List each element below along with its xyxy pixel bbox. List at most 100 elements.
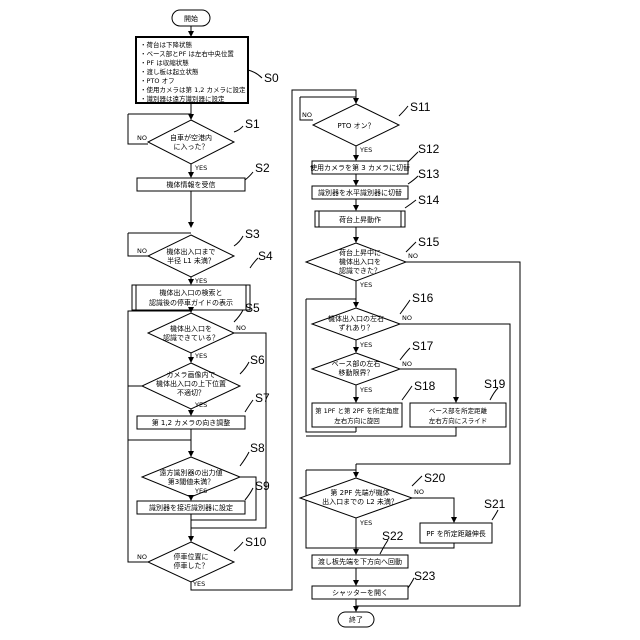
step-label-s18: S18 (414, 379, 436, 393)
svg-text:出入口までの L2 未満？: 出入口までの L2 未満？ (322, 497, 398, 506)
decision-s1: 自車が空港内 に入った？ (148, 120, 234, 164)
svg-text:ベース部を所定距離: ベース部を所定距離 (429, 406, 488, 415)
process-s13: 識別器を水平識別器に切替 (312, 186, 408, 199)
step-label-s6: S6 (250, 353, 265, 367)
step-label-s17: S17 (412, 339, 434, 353)
svg-text:機体出入口を: 機体出入口を (339, 257, 381, 266)
svg-text:認識後の停車ガイドの表示: 認識後の停車ガイドの表示 (149, 298, 233, 307)
end-terminal: 終了 (338, 612, 374, 627)
svg-text:識別器を接近識別器に設定: 識別器を接近識別器に設定 (149, 503, 233, 512)
step-label-s2: S2 (255, 161, 270, 175)
svg-text:渡し板先端を下方向へ回動: 渡し板先端を下方向へ回動 (318, 557, 402, 566)
init-line-3: ・PF は収縮状態 (140, 58, 189, 67)
svg-text:識別器を水平識別器に切替: 識別器を水平識別器に切替 (318, 188, 402, 197)
s11-no: NO (302, 111, 312, 119)
svg-text:第 1,2 カメラの向き調整: 第 1,2 カメラの向き調整 (152, 418, 231, 427)
svg-text:ベース部の左右: ベース部の左右 (332, 359, 381, 368)
init-line-7: ・識別器は遠方識別器に設定 (140, 94, 225, 103)
s17-no: NO (402, 360, 412, 368)
step-label-s1: S1 (245, 117, 260, 131)
step-label-s22: S22 (382, 529, 404, 543)
svg-text:認識できた？: 認識できた？ (339, 266, 381, 275)
svg-text:半径 L1 未満？: 半径 L1 未満？ (167, 256, 215, 265)
s20-no: NO (414, 488, 424, 496)
svg-text:機体出入口の検索と: 機体出入口の検索と (160, 288, 223, 297)
decision-s11: PTO オン？ (313, 104, 399, 146)
step-label-s11: S11 (410, 100, 431, 114)
svg-text:機体情報を受信: 機体情報を受信 (167, 180, 216, 189)
decision-s5: 機体出入口を 認識できている？ (148, 313, 234, 353)
s17-yes: YES (359, 386, 372, 394)
process-s19: ベース部を所定距離 左右方向にスライド (410, 403, 506, 427)
process-s9: 識別器を接近識別器に設定 (137, 501, 245, 514)
s16-no: NO (402, 314, 412, 322)
s8-yes: YES (194, 487, 207, 495)
svg-text:カメラ画像内で: カメラ画像内で (167, 370, 216, 379)
s15-no: NO (408, 252, 418, 260)
svg-text:機体出入口の左右: 機体出入口の左右 (328, 314, 384, 323)
svg-text:機体出入口まで: 機体出入口まで (167, 247, 216, 256)
decision-s15: 荷台上昇中に 機体出入口を 認識できた？ (306, 243, 406, 281)
init-line-5: ・PTO オフ (140, 77, 175, 85)
step-label-s0: S0 (264, 71, 279, 85)
step-label-s14: S14 (418, 193, 440, 207)
decision-s16: 機体出入口の左右 ずれあり？ (312, 308, 400, 340)
svg-text:に入った？: に入った？ (174, 143, 209, 151)
s5-yes: YES (194, 352, 207, 360)
step-label-s21: S21 (484, 497, 506, 511)
process-s23: シャッターを開く (312, 586, 408, 599)
s11-yes: YES (359, 146, 372, 154)
svg-text:遠方識別器の出力値: 遠方識別器の出力値 (160, 468, 223, 477)
s3-no: NO (137, 247, 147, 255)
step-label-s8: S8 (250, 441, 265, 455)
step-label-s19: S19 (484, 377, 506, 391)
process-s21: PF を所定距離伸長 (420, 523, 492, 543)
step-label-s10: S10 (245, 535, 267, 549)
step-label-s7: S7 (255, 391, 270, 405)
s1-yes: YES (194, 164, 207, 172)
initial-state-box: ・荷台は下降状態 ・ベース部とPF は左右中央位置 ・PF は収縮状態 ・渡し板… (136, 37, 248, 103)
init-line-1: ・荷台は下降状態 (140, 40, 193, 49)
decision-s10: 停車位置に 停車した？ (148, 542, 234, 582)
svg-text:移動限界？: 移動限界？ (339, 368, 374, 377)
step-label-s12: S12 (418, 142, 440, 156)
svg-text:左右方向に旋回: 左右方向に旋回 (334, 416, 380, 425)
s20-yes: YES (359, 519, 372, 527)
svg-text:認識できている？: 認識できている？ (163, 333, 219, 342)
svg-text:荷台上昇中に: 荷台上昇中に (339, 248, 381, 257)
process-s12: 使用カメラを第 3 カメラに切替 (310, 161, 410, 174)
step-label-s9: S9 (255, 479, 270, 493)
svg-text:自車が空港内: 自車が空港内 (170, 133, 212, 142)
s1-no: NO (137, 134, 147, 142)
svg-text:PTO オン？: PTO オン？ (337, 122, 374, 130)
init-line-2: ・ベース部とPF は左右中央位置 (140, 49, 234, 58)
s3-yes: YES (194, 277, 207, 285)
s15-yes: YES (359, 281, 372, 289)
s6-yes: YES (194, 401, 207, 409)
svg-text:機体出入口の上下位置: 機体出入口の上下位置 (156, 379, 226, 388)
svg-text:PF を所定距離伸長: PF を所定距離伸長 (426, 529, 485, 538)
decision-s6: カメラ画像内で 機体出入口の上下位置 不適切？ (142, 363, 240, 409)
process-s7: 第 1,2 カメラの向き調整 (137, 416, 245, 429)
step-label-s20: S20 (424, 471, 446, 485)
svg-text:荷台上昇動作: 荷台上昇動作 (339, 215, 381, 224)
step-label-s3: S3 (245, 227, 260, 241)
svg-text:第 2PF 先端が機体: 第 2PF 先端が機体 (330, 488, 389, 497)
svg-text:シャッターを開く: シャッターを開く (332, 588, 388, 597)
svg-text:開始: 開始 (184, 14, 198, 23)
decision-s3: 機体出入口まで 半径 L1 未満？ (148, 235, 234, 277)
svg-text:左右方向にスライド: 左右方向にスライド (429, 416, 488, 425)
decision-s17: ベース部の左右 移動限界？ (312, 353, 400, 385)
process-s4: 機体出入口の検索と 認識後の停車ガイドの表示 (132, 285, 250, 310)
svg-text:機体出入口を: 機体出入口を (170, 324, 212, 333)
step-label-s13: S13 (418, 167, 440, 181)
svg-text:停車した？: 停車した？ (174, 561, 209, 570)
s5-no: NO (236, 324, 246, 332)
process-s14: 荷台上昇動作 (315, 211, 405, 227)
decision-s20: 第 2PF 先端が機体 出入口までの L2 未満？ (300, 478, 412, 518)
process-s18: 第 1PF と第 2PF を所定角度 左右方向に旋回 (312, 403, 402, 427)
init-line-4: ・渡し板は起立状態 (140, 67, 199, 76)
step-label-s15: S15 (418, 235, 440, 249)
step-label-s4: S4 (258, 249, 273, 263)
